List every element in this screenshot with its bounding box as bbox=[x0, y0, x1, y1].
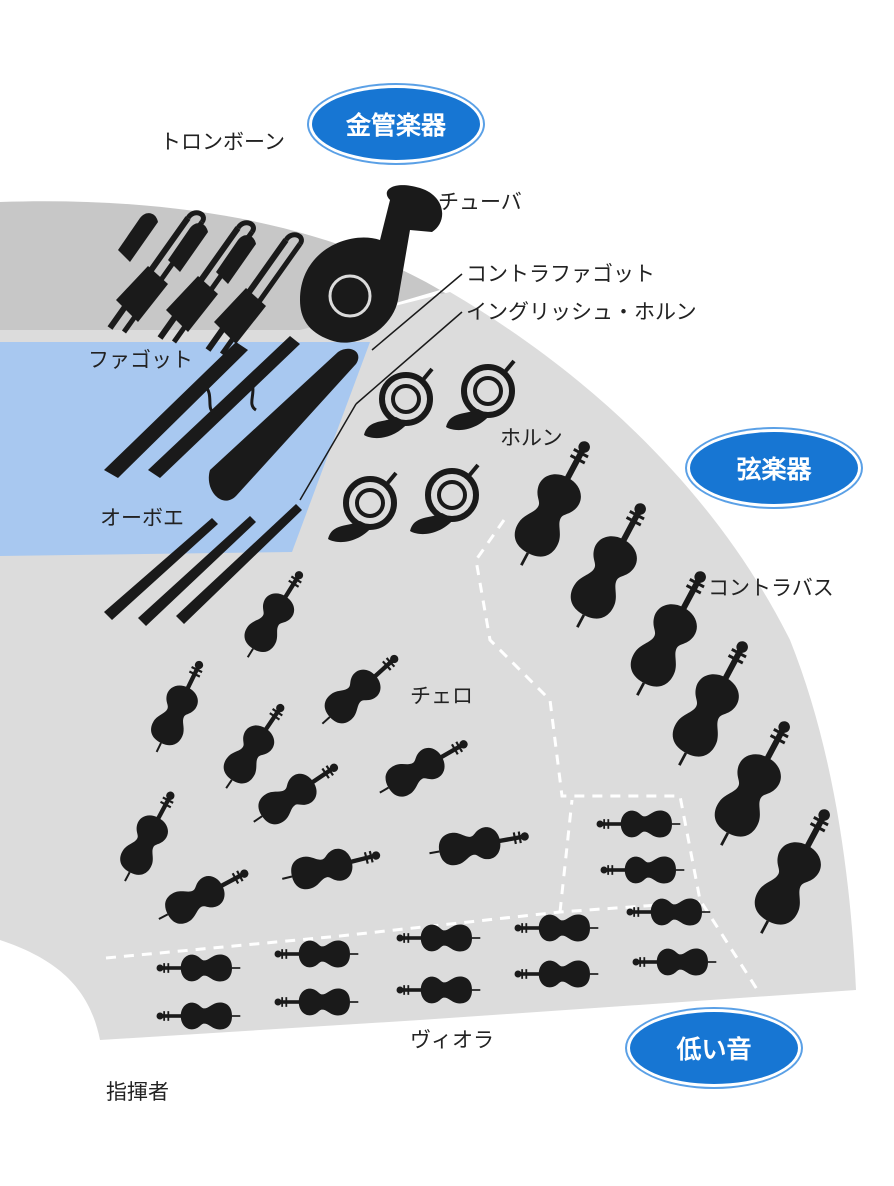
oboe-icon bbox=[104, 504, 302, 626]
tuba-label: チューバ bbox=[438, 190, 522, 214]
divider-line bbox=[105, 900, 701, 960]
conductor-label: 指揮者 bbox=[106, 1080, 169, 1104]
bassoon-label: ファゴット bbox=[88, 348, 193, 372]
brass-category-bubble: 金管楽器 bbox=[312, 88, 480, 160]
oboe-label: オーボエ bbox=[100, 506, 184, 530]
trombone-label: トロンボーン bbox=[160, 130, 285, 154]
contrabass-label: コントラバス bbox=[708, 576, 834, 600]
tuba-icon bbox=[300, 185, 443, 343]
viola-label: ヴィオラ bbox=[410, 1028, 494, 1052]
strings-category-bubble: 弦楽器 bbox=[690, 432, 858, 504]
english-horn-pointer-ext bbox=[299, 403, 357, 501]
divider-line bbox=[558, 799, 574, 913]
english-horn-pointer bbox=[355, 311, 463, 405]
low-sound-bubble: 低い音 bbox=[630, 1012, 798, 1084]
horn-label: ホルン bbox=[500, 426, 563, 450]
contrabassoon-label: コントラファゴット bbox=[466, 262, 655, 286]
bassoon-icon bbox=[104, 336, 300, 478]
english-horn-label: イングリッシュ・ホルン bbox=[466, 300, 697, 324]
contrabassoon-pointer bbox=[371, 273, 463, 351]
cello-label: チェロ bbox=[410, 684, 473, 708]
contrabassoon-icon bbox=[208, 348, 359, 501]
divider-line bbox=[474, 519, 762, 995]
